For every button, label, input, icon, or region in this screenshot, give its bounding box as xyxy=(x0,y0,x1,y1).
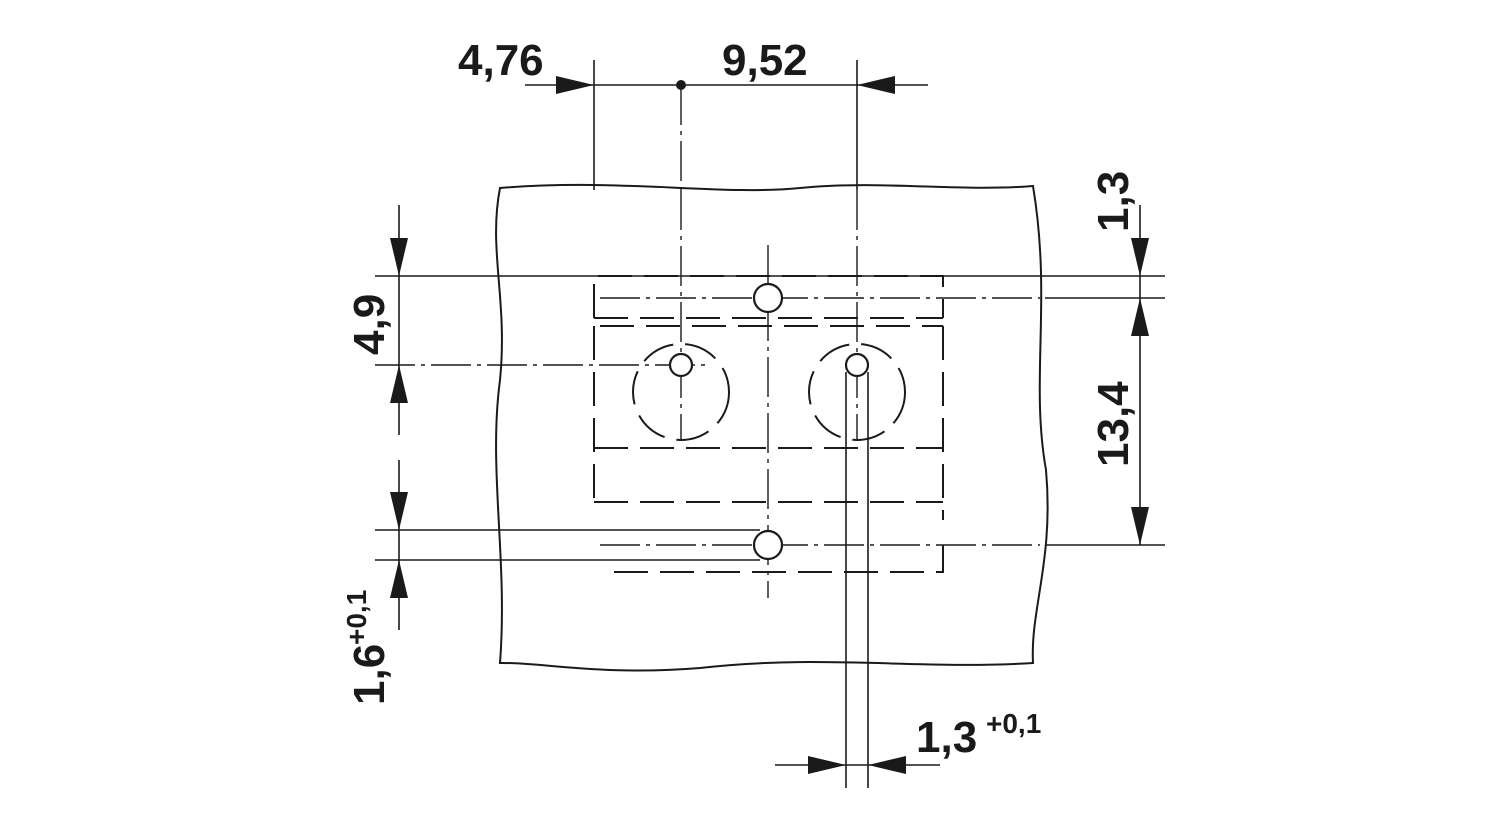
dim-label-pitch: 9,52 xyxy=(722,36,808,85)
arrow-left-d xyxy=(390,560,408,598)
dim-label-row-spacing: 13,4 xyxy=(1089,381,1138,467)
dim-label-pin-offset: 4,9 xyxy=(345,294,394,355)
arrow-left-c xyxy=(390,492,408,530)
arrow-top-left xyxy=(556,76,594,94)
arrow-bottom-right xyxy=(868,756,906,774)
dimension-dot xyxy=(676,80,686,90)
pin-hole-left xyxy=(668,352,694,378)
arrow-left-a xyxy=(390,238,408,276)
dim-label-hole-dia-main: 1,6 xyxy=(345,644,394,705)
fixing-hole-top xyxy=(752,282,784,314)
arrow-right-a xyxy=(1131,238,1149,276)
arrow-right-b xyxy=(1131,298,1149,336)
dim-label-hole-dia: 1,6 +0,1 xyxy=(341,590,394,705)
arrow-top-right xyxy=(857,76,895,94)
dim-label-slot-width-main: 1,3 xyxy=(916,713,977,762)
arrow-left-b xyxy=(390,365,408,403)
dim-label-slot-width: 1,3 +0,1 xyxy=(916,708,1041,762)
arrow-bottom-left xyxy=(808,756,846,774)
dim-label-slot-width-tol: +0,1 xyxy=(986,708,1041,739)
pin-hole-right xyxy=(844,352,870,378)
fixing-hole-bottom xyxy=(752,529,784,561)
arrow-right-c xyxy=(1131,507,1149,545)
footprint-outline-lower xyxy=(614,540,944,573)
dim-label-top-offset: 1,3 xyxy=(1089,171,1138,232)
board-outline xyxy=(495,183,1049,672)
dim-label-pitch-half: 4,76 xyxy=(458,36,544,85)
dim-label-hole-dia-tol: +0,1 xyxy=(341,590,372,645)
